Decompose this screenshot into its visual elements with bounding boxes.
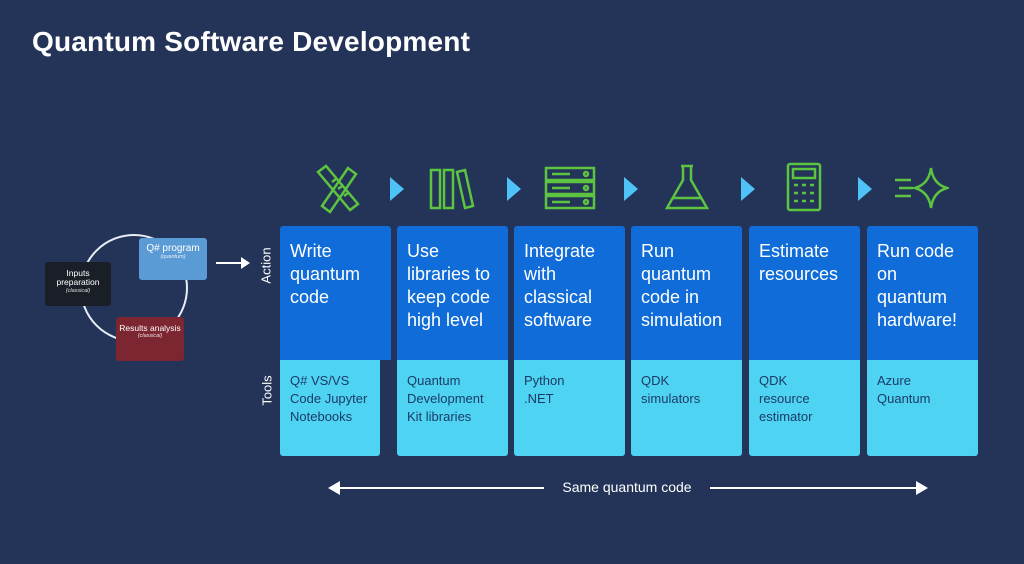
action-cell: Run code on quantum hardware!	[867, 226, 978, 360]
arrow-right-icon	[216, 257, 250, 269]
results-sublabel: (classical)	[137, 333, 163, 340]
step-column: Write quantum code Q# VS/VS Code Jupyter…	[280, 226, 391, 456]
qsharp-program-box: Q# program (quantum)	[139, 238, 207, 280]
server-stack-icon	[544, 166, 596, 210]
step-column: Use libraries to keep code high level Qu…	[397, 226, 508, 456]
program-sublabel: (quantum)	[160, 254, 186, 260]
tools-cell: QDK resource estimator	[749, 360, 860, 456]
action-cell: Write quantum code	[280, 226, 391, 360]
action-cell: Run quantum code in simulation	[631, 226, 742, 360]
row-label-tools: Tools	[259, 375, 275, 406]
row-label-action: Action	[258, 247, 274, 284]
library-books-icon	[429, 168, 475, 210]
same-code-label: Same quantum code	[562, 479, 692, 495]
tools-cell: Quantum Development Kit libraries	[397, 360, 508, 456]
tools-cell: Q# VS/VS Code Jupyter Notebooks	[280, 360, 380, 456]
action-cell: Estimate resources	[749, 226, 860, 360]
chevron-right-icon	[741, 177, 755, 201]
chevron-right-icon	[858, 177, 872, 201]
step-column: Integrate with classical software Python…	[514, 226, 625, 456]
inputs-label: Inputs preparation	[56, 268, 100, 288]
action-cell: Use libraries to keep code high level	[397, 226, 508, 360]
calculator-icon	[786, 162, 822, 212]
arrow-line	[334, 487, 544, 489]
tools-cell: QDK simulators	[631, 360, 742, 456]
sparkle-rocket-icon	[895, 167, 949, 209]
flask-icon	[664, 164, 710, 210]
pencil-ruler-icon	[316, 164, 360, 214]
step-column: Run quantum code in simulation QDK simul…	[631, 226, 742, 456]
chevron-right-icon	[507, 177, 521, 201]
step-column: Estimate resources QDK resource estimato…	[749, 226, 860, 456]
arrow-line	[710, 487, 922, 489]
chevron-right-icon	[390, 177, 404, 201]
tools-cell: Python .NET	[514, 360, 625, 456]
results-analysis-box: Results analysis (classical)	[116, 317, 184, 361]
arrow-right-icon	[916, 481, 928, 495]
tools-cell: Azure Quantum	[867, 360, 978, 456]
program-label: Q# program	[146, 243, 200, 254]
inputs-sublabel: (classical)	[65, 287, 91, 294]
results-label: Results analysis	[119, 323, 181, 333]
page-title: Quantum Software Development	[32, 26, 471, 57]
action-cell: Integrate with classical software	[514, 226, 625, 360]
step-column: Run code on quantum hardware! Azure Quan…	[867, 226, 978, 456]
inputs-preparation-box: Inputs preparation (classical)	[45, 262, 111, 306]
chevron-right-icon	[624, 177, 638, 201]
